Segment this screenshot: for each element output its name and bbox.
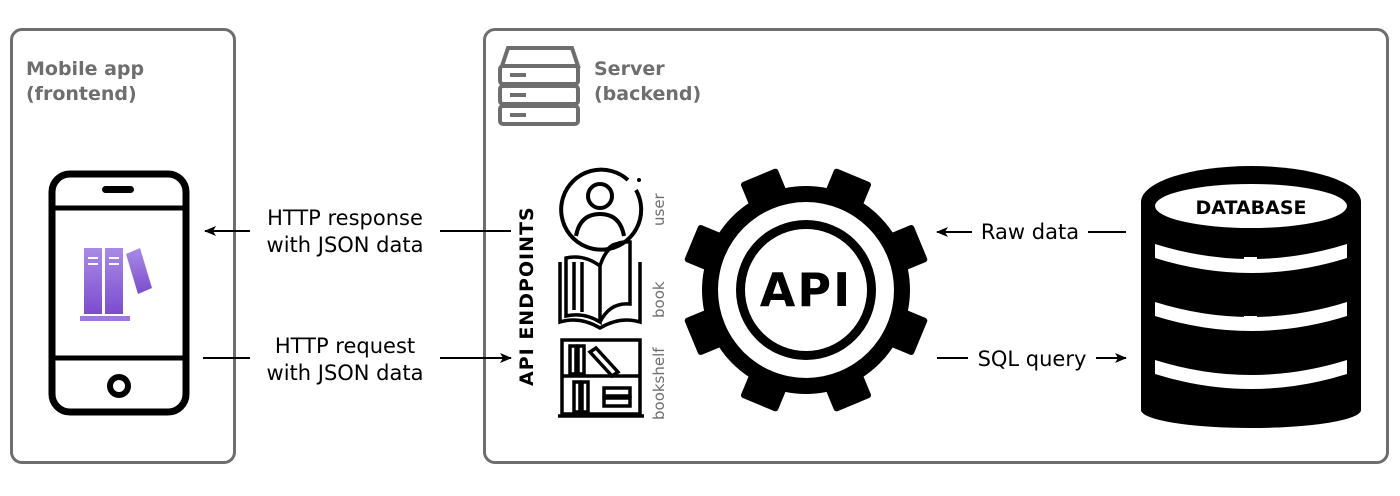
phone-icon bbox=[48, 170, 190, 416]
sql-query-label: SQL query bbox=[977, 347, 1087, 371]
server-icon bbox=[498, 46, 581, 126]
user-icon bbox=[559, 167, 644, 252]
backend-panel bbox=[483, 28, 1389, 464]
bookshelf-icon bbox=[558, 338, 644, 418]
endpoint-book-label: book bbox=[650, 281, 668, 318]
app-logo-icon bbox=[80, 248, 152, 321]
http-response-label: HTTP response with JSON data bbox=[266, 206, 424, 257]
frontend-title: Mobile app (frontend) bbox=[26, 58, 145, 105]
database-label: DATABASE bbox=[1195, 197, 1307, 219]
backend-title: Server (backend) bbox=[594, 58, 702, 105]
endpoint-user-label: user bbox=[650, 193, 668, 226]
book-icon bbox=[558, 240, 642, 331]
raw-data-label: Raw data bbox=[980, 220, 1080, 244]
database-icon bbox=[1141, 166, 1361, 428]
api-endpoints-title: API ENDPOINTS bbox=[516, 206, 538, 386]
api-label: API bbox=[759, 263, 853, 317]
api-gear-icon bbox=[684, 168, 928, 412]
frontend-panel bbox=[10, 28, 236, 464]
endpoint-bookshelf-label: bookshelf bbox=[650, 347, 668, 420]
http-request-label: HTTP request with JSON data bbox=[266, 334, 424, 385]
flow-arrows bbox=[203, 226, 1127, 363]
